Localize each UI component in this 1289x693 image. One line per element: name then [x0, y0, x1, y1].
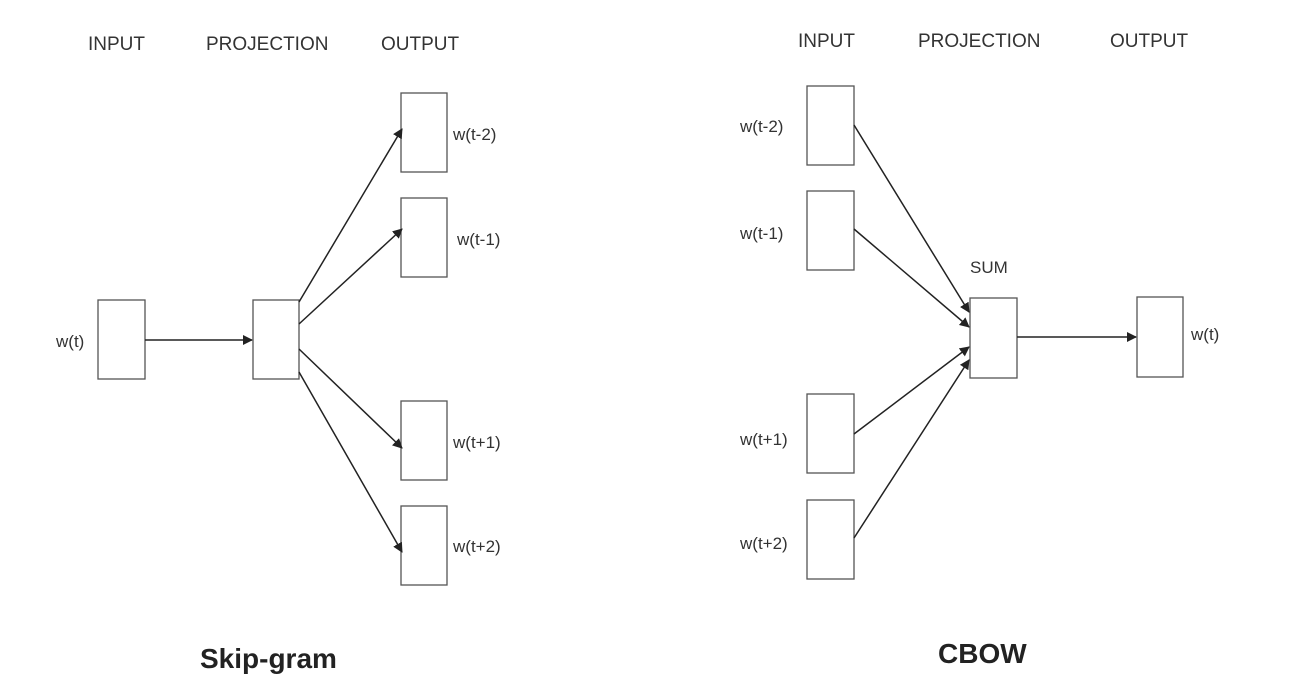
cbow-input-header: INPUT — [798, 31, 855, 52]
skipgram-output-box — [400, 197, 448, 278]
skipgram-projection-to-output-arrow — [298, 348, 403, 449]
skipgram-output-box — [400, 400, 448, 481]
skipgram-input-label: w(t) — [55, 332, 84, 351]
cbow-input-box — [806, 499, 855, 580]
skipgram-output-box — [400, 505, 448, 586]
cbow-input-label: w(t+2) — [739, 534, 788, 553]
skipgram-projection-box — [252, 299, 300, 380]
cbow-input-box — [806, 85, 855, 166]
cbow-output-label: w(t) — [1190, 325, 1219, 344]
cbow-diagram: INPUT PROJECTION OUTPUT w(t-2) w(t-1) w(… — [739, 31, 1219, 669]
skipgram-projection-to-output-arrow — [298, 371, 403, 553]
skipgram-output-label: w(t+1) — [452, 433, 501, 452]
cbow-input-to-sum-arrow — [853, 228, 970, 328]
skipgram-input-box — [97, 299, 146, 380]
cbow-input-to-sum-arrow — [853, 124, 970, 313]
skipgram-output-header: OUTPUT — [381, 34, 460, 55]
cbow-input-to-sum-arrow — [853, 346, 970, 435]
cbow-projection-box — [969, 297, 1018, 379]
cbow-title: CBOW — [938, 638, 1027, 669]
cbow-output-box — [1136, 296, 1184, 378]
skipgram-projection-to-output-arrow — [298, 228, 403, 325]
skipgram-input-header: INPUT — [88, 34, 145, 55]
cbow-input-to-sum-arrow — [853, 359, 970, 539]
cbow-input-label: w(t-2) — [739, 117, 783, 136]
cbow-projection-header: PROJECTION — [918, 31, 1040, 52]
skipgram-projection-to-output-arrow — [298, 128, 403, 303]
skipgram-diagram: INPUT PROJECTION OUTPUT w(t) w(t-2) w(t-… — [55, 34, 501, 674]
skipgram-output-label: w(t+2) — [452, 537, 501, 556]
skipgram-output-label: w(t-1) — [456, 230, 500, 249]
skipgram-output-box — [400, 92, 448, 173]
cbow-input-box — [806, 393, 855, 474]
skipgram-output-label: w(t-2) — [452, 125, 496, 144]
cbow-input-box — [806, 190, 855, 271]
cbow-output-header: OUTPUT — [1110, 31, 1189, 52]
skipgram-title: Skip-gram — [200, 643, 337, 674]
skipgram-projection-header: PROJECTION — [206, 34, 328, 55]
cbow-sum-label: SUM — [970, 258, 1008, 277]
cbow-input-label: w(t-1) — [739, 224, 783, 243]
cbow-input-label: w(t+1) — [739, 430, 788, 449]
